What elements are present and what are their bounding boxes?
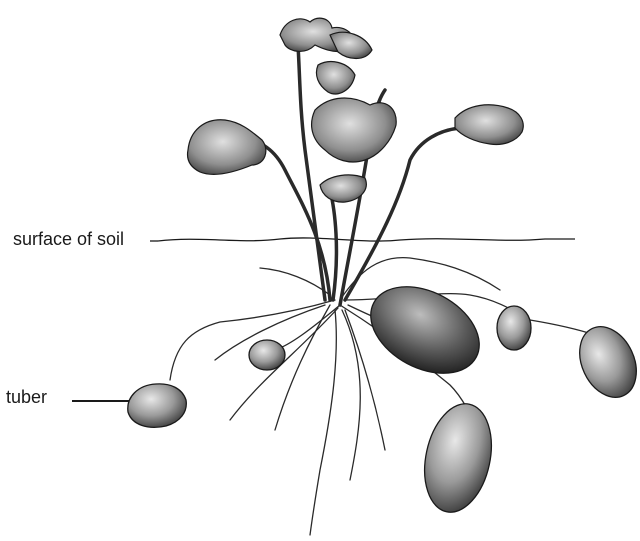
- surface-of-soil-label: surface of soil: [13, 230, 124, 248]
- leaf-center: [312, 98, 397, 162]
- leaf-upper-right: [330, 32, 372, 58]
- tuber-labeled: [128, 384, 187, 427]
- leaf-right-large: [455, 105, 523, 145]
- soil-surface-line: [158, 238, 575, 241]
- tuber-small-left: [249, 340, 285, 370]
- tuber-bottom: [415, 398, 500, 519]
- tuber-label: tuber: [6, 388, 47, 406]
- tubers: [128, 269, 640, 518]
- leaves: [188, 18, 524, 202]
- leaf-middle-small: [316, 62, 355, 94]
- leaf-left-large: [188, 120, 266, 175]
- tuber-right-small: [497, 306, 531, 350]
- tuber-large-center: [356, 269, 494, 391]
